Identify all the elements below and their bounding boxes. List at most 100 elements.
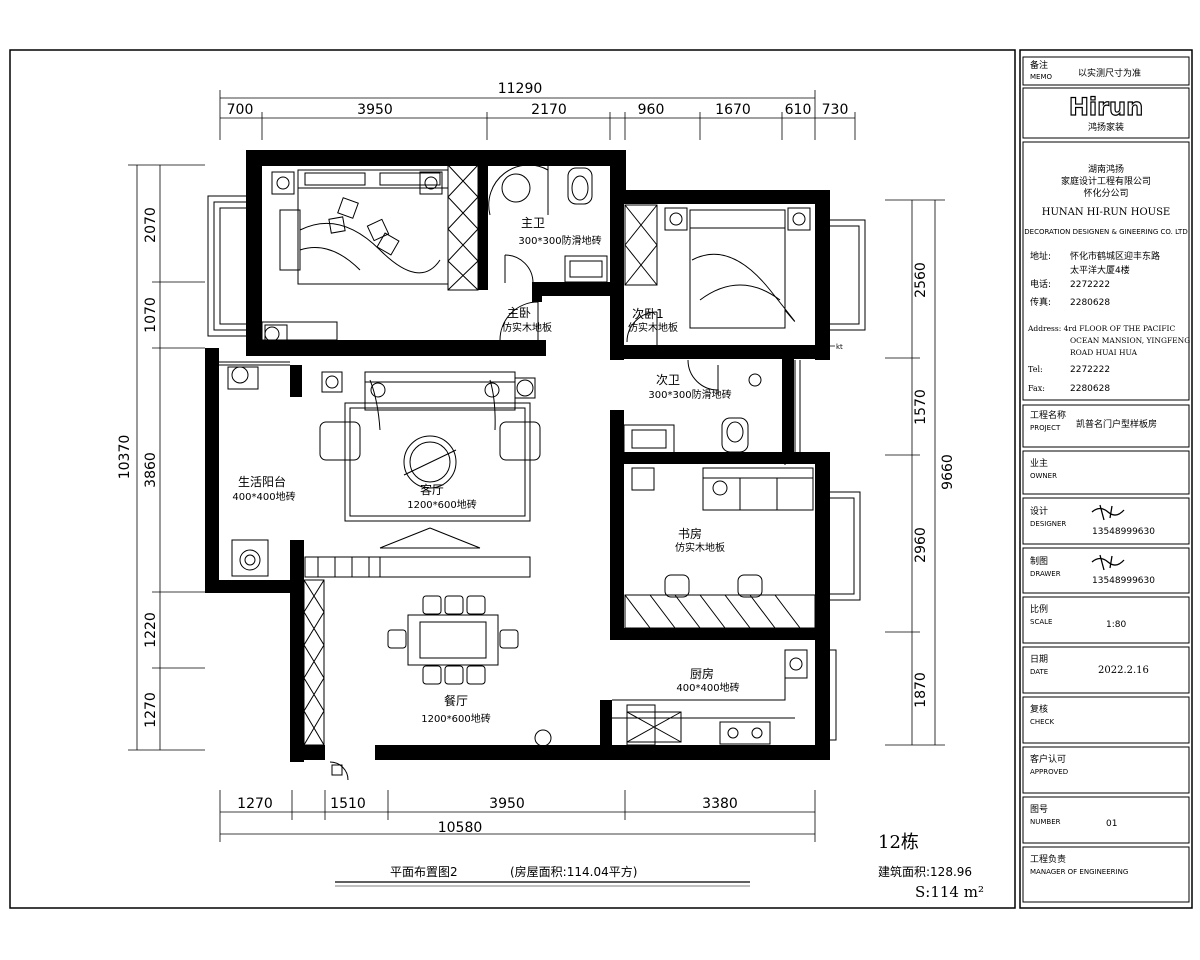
- tb-project-en: PROJECT: [1030, 424, 1061, 432]
- dim-top-total: 11290: [498, 81, 543, 97]
- plan-title: 平面布置图2: [390, 865, 458, 879]
- tb-drawer-cn: 制图: [1030, 555, 1048, 567]
- tb-company-cn1: 湖南鸿扬: [1088, 163, 1124, 175]
- tb-company-cn2: 家庭设计工程有限公司: [1061, 175, 1151, 187]
- tb-approved-cn: 客户认可: [1030, 753, 1066, 765]
- tb-addr-en1: Address: 4rd FLOOR OF THE PACIFIC: [1027, 324, 1175, 333]
- dim-left: 1220: [143, 612, 159, 648]
- drawing-frame: [9, 49, 1016, 909]
- tb-company-en: HUNAN HI-RUN HOUSE: [1042, 207, 1170, 218]
- tb-check-en: CHECK: [1030, 718, 1054, 726]
- tb-project-value: 凯普名门户型样板房: [1076, 418, 1157, 430]
- tb-manager-cn: 工程负责: [1030, 853, 1066, 865]
- room-floor-master-bedroom: 仿实木地板: [502, 321, 552, 334]
- plan-area-note: (房屋面积:114.04平方): [510, 864, 637, 879]
- furniture: [227, 164, 816, 781]
- windows: [207, 195, 866, 741]
- tb-company-cn3: 怀化分公司: [1083, 187, 1128, 199]
- tb-addr-en2: OCEAN MANSION, YINGFENG: [1070, 336, 1190, 345]
- tb-designer-cn: 设计: [1030, 505, 1048, 517]
- tb-memo-en: MEMO: [1030, 73, 1053, 81]
- room-name-study: 书房: [678, 526, 702, 541]
- room-name-master-bath: 主卫: [521, 216, 545, 230]
- walls: [205, 150, 830, 762]
- tb-owner-cn: 业主: [1030, 457, 1048, 469]
- tb-logo-cn: 鸿扬家装: [1088, 121, 1124, 133]
- dim-left-total: 10370: [117, 435, 133, 480]
- room-name-kitchen: 厨房: [690, 666, 714, 681]
- room-floor-study: 仿实木地板: [675, 541, 725, 554]
- dim-top: 730: [822, 102, 849, 118]
- tb-scale-value: 1:80: [1106, 620, 1126, 630]
- dim-top: 960: [638, 102, 665, 118]
- room-name-dining: 餐厅: [444, 693, 468, 708]
- dim-left: 1270: [143, 692, 159, 728]
- tb-number-en: NUMBER: [1030, 818, 1061, 826]
- dim-top: 1670: [715, 102, 751, 118]
- room-floor-second-bedroom: 仿实木地板: [628, 321, 678, 334]
- tb-scale-cn: 比例: [1030, 603, 1048, 615]
- tb-fax-label: 传真:: [1030, 296, 1051, 308]
- drawer-signature: [1091, 554, 1125, 571]
- dim-right-total: 9660: [940, 454, 956, 490]
- dim-bottom-total: 10580: [438, 820, 483, 836]
- dim-right: 1870: [913, 672, 929, 708]
- room-floor-dining: 1200*600地砖: [421, 712, 491, 725]
- room-name-master-bedroom: 主卧: [507, 306, 531, 320]
- tb-approved-en: APPROVED: [1030, 768, 1068, 776]
- tb-date-cn: 日期: [1030, 654, 1048, 665]
- room-name-living: 客厅: [420, 482, 444, 497]
- dim-top: 3950: [357, 102, 393, 118]
- dim-left: 1070: [143, 297, 159, 333]
- kt-label: kt: [836, 343, 843, 351]
- tb-scale-en: SCALE: [1030, 618, 1052, 626]
- title-block-frame: [1019, 49, 1193, 909]
- tb-drawer-phone: 13548999630: [1092, 576, 1155, 586]
- dim-left: 3860: [143, 452, 159, 488]
- tb-designer-phone: 13548999630: [1092, 527, 1155, 537]
- dim-right: 2560: [913, 262, 929, 298]
- tb-addr-value2: 太平洋大厦4楼: [1070, 264, 1130, 276]
- tb-tel-label: 电话:: [1030, 278, 1051, 290]
- title-block-lines: [1022, 56, 1190, 903]
- tb-date-en: DATE: [1030, 668, 1048, 676]
- tb-tel-value: 2272222: [1070, 280, 1110, 290]
- tb-check-cn: 复核: [1030, 703, 1048, 715]
- top-dimensions: [219, 90, 856, 140]
- dim-right: 2960: [913, 527, 929, 563]
- tb-company-en2: DECORATION DESIGNEN & GINEERING CO. LTD: [1024, 228, 1187, 236]
- tb-number-cn: 图号: [1030, 804, 1048, 815]
- tb-logo: Hirun: [1069, 93, 1143, 121]
- tb-manager-en: MANAGER OF ENGINEERING: [1030, 868, 1128, 876]
- built-area: 建筑面积:128.96: [878, 864, 972, 879]
- right-dimensions: [885, 199, 945, 746]
- room-name-balcony: 生活阳台: [238, 474, 286, 489]
- room-name-second-bath: 次卫: [656, 373, 680, 387]
- tb-fax-value: 2280628: [1070, 298, 1110, 308]
- room-floor-master-bath: 300*300防滑地砖: [518, 234, 601, 247]
- dim-top: 610: [785, 102, 812, 118]
- room-name-second-bedroom: 次卧1: [632, 307, 664, 321]
- dim-bottom: 3950: [489, 796, 525, 812]
- tb-addr-value1: 怀化市鹤城区迎丰东路: [1070, 250, 1160, 262]
- tb-date-value: 2022.2.16: [1098, 665, 1149, 676]
- tb-tel-en-value: 2272222: [1070, 365, 1110, 375]
- tb-drawer-en: DRAWER: [1030, 570, 1061, 578]
- tb-addr-label: 地址:: [1030, 250, 1051, 262]
- tb-owner-en: OWNER: [1030, 472, 1057, 480]
- bottom-dimensions: [219, 790, 816, 842]
- tb-project-cn: 工程名称: [1030, 409, 1066, 421]
- dim-right: 1570: [913, 389, 929, 425]
- tb-fax-en-value: 2280628: [1070, 384, 1110, 394]
- tb-memo-value: 以实测尺寸为准: [1078, 67, 1141, 79]
- room-floor-second-bath: 300*300防滑地砖: [648, 388, 731, 401]
- dim-bottom: 1270: [237, 796, 273, 812]
- tb-designer-en: DESIGNER: [1030, 520, 1066, 528]
- tb-memo-cn: 备注: [1030, 59, 1048, 71]
- usable-area: S:114 m²: [915, 883, 984, 901]
- room-floor-kitchen: 400*400地砖: [676, 681, 739, 694]
- room-floor-balcony: 400*400地砖: [232, 490, 295, 503]
- building-number: 12栋: [878, 832, 919, 853]
- dim-bottom: 3380: [702, 796, 738, 812]
